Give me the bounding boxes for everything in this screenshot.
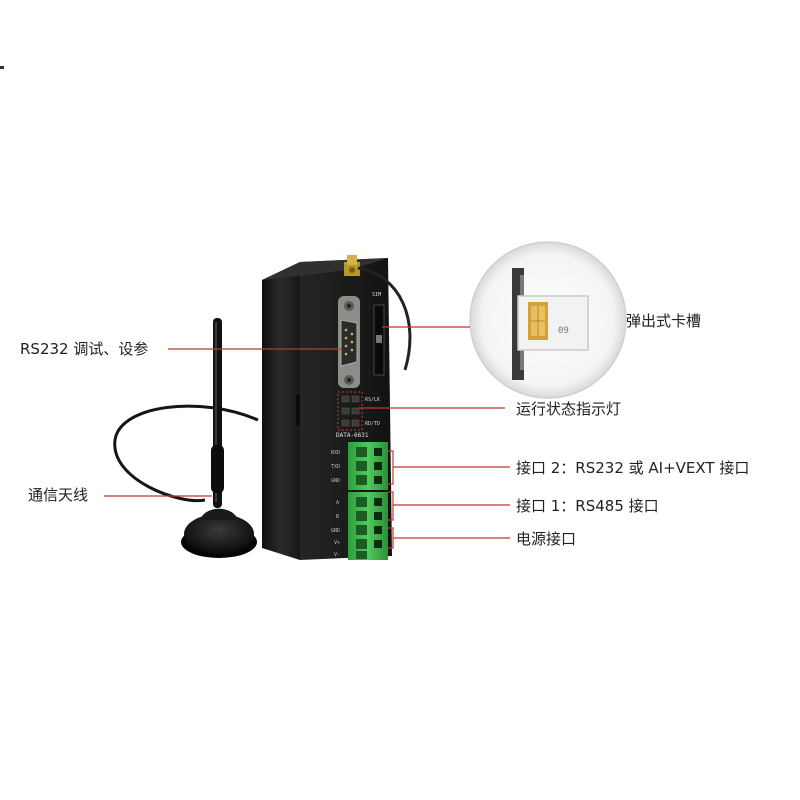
callout-port1: 接口 1：RS485 接口 <box>516 497 659 515</box>
terminal-label-rxd: RXD <box>331 450 341 456</box>
sim-label: SIM <box>372 292 382 298</box>
terminal-label-vplus: V+ <box>334 540 341 546</box>
led-label-2: RD/TD <box>365 421 381 427</box>
terminal-label-vminus: V- <box>334 552 341 558</box>
callout-power: 电源接口 <box>516 530 577 548</box>
callout-antenna: 通信天线 <box>28 486 89 504</box>
terminal-label-b: B <box>336 514 340 520</box>
terminal-label-gnd2: GND <box>331 528 341 534</box>
model-label: DATA-6631 <box>336 432 369 439</box>
terminal-label-gnd1: GND <box>331 478 341 484</box>
callout-status-leds: 运行状态指示灯 <box>516 400 622 418</box>
sim-card-number: 09 <box>558 326 569 336</box>
callout-debug-port: RS232 调试、设参 <box>20 340 149 358</box>
led-label-1: RS/LK <box>365 397 381 403</box>
terminal-label-a: A <box>336 500 340 506</box>
callout-sim-slot: 弹出式卡槽 <box>626 312 702 330</box>
callout-port2: 接口 2：RS232 或 AI+VEXT 接口 <box>516 459 750 477</box>
terminal-label-txd: TXD <box>331 464 341 470</box>
